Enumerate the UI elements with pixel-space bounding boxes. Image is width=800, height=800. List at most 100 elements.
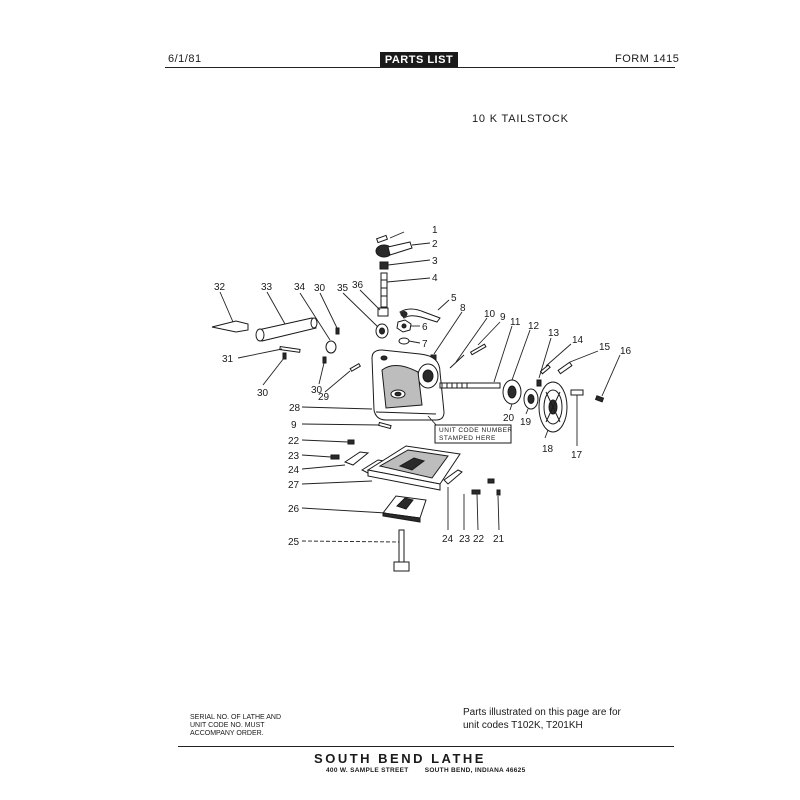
footer-street: 400 W. SAMPLE STREET: [326, 767, 409, 774]
callout-10: 10: [484, 309, 496, 320]
callout-30-lower: 30: [311, 385, 323, 396]
part-15-handle: [557, 361, 573, 375]
callout-18: 18: [542, 444, 554, 455]
part-26-clamp-plate: [382, 495, 427, 523]
serial-note-line-1: SERIAL NO. OF LATHE AND: [190, 714, 282, 721]
part-1-pin: [375, 234, 389, 244]
part-22-screw-left: [347, 439, 355, 445]
stamp-line-2: STAMPED HERE: [439, 435, 496, 442]
callout-28: 28: [289, 403, 301, 414]
part-3-nut: [379, 261, 389, 270]
part-28-tailstock-top: [371, 349, 445, 421]
part-25-clamp-bolt: [393, 529, 410, 572]
part-32-key: [279, 346, 301, 353]
part-27-tailstock-base: [366, 445, 461, 491]
callout-2: 2: [432, 239, 438, 250]
part-30-set-screw-upper: [335, 327, 340, 335]
serial-note-line-2: UNIT CODE NO. MUST: [190, 722, 265, 729]
header-form-number: FORM 1415: [615, 53, 680, 65]
part-9-pin-lower: [378, 421, 392, 430]
callout-8: 8: [460, 303, 466, 314]
callout-9-upper: 9: [500, 312, 506, 323]
unit-code-stamp-box: UNIT CODE NUMBER STAMPED HERE: [427, 415, 513, 444]
part-16-screw: [594, 395, 605, 403]
callout-32: 31: [222, 354, 234, 365]
part-31-pin: [282, 352, 287, 360]
part-19-collar: [523, 388, 539, 410]
part-17-handle-bolt: [570, 389, 584, 396]
callout-15: 15: [599, 342, 611, 353]
callout-14: 14: [572, 335, 584, 346]
callout-4: 4: [432, 273, 438, 284]
part-6-hex-nut: [396, 319, 412, 333]
callout-3: 3: [432, 256, 438, 267]
part-23-screw-right: [471, 489, 481, 495]
callout-23-right: 23: [459, 534, 471, 545]
serial-number-note: SERIAL NO. OF LATHE AND UNIT CODE NO. MU…: [190, 714, 281, 738]
callout-21: 21: [493, 534, 505, 545]
callout-20: 20: [503, 413, 515, 424]
part-24-gib-right: [443, 469, 463, 485]
callout-17: 17: [571, 450, 583, 461]
part-5-lock-lever: [399, 308, 441, 323]
footer-city: SOUTH BEND, INDIANA 46625: [424, 767, 526, 774]
callout-26: 26: [288, 504, 300, 515]
callout-16: 16: [620, 346, 632, 357]
callout-11: 11: [510, 317, 521, 328]
part-36-collar: [375, 323, 389, 339]
header-rule: [165, 67, 675, 68]
footer-brand: SOUTH BEND LATHE: [314, 751, 486, 766]
callout-27: 27: [288, 480, 300, 491]
callout-6: 6: [422, 322, 428, 333]
callout-24-right: 24: [442, 534, 454, 545]
callout-leaders: [219, 231, 621, 543]
part-35-bushing: [325, 340, 337, 354]
part-9-pin-upper: [469, 343, 487, 356]
callout-36: 35: [337, 283, 349, 294]
callout-23-left: 23: [288, 451, 300, 462]
illustration-note-line-2: unit codes T102K, T201KH: [463, 720, 583, 731]
callout-5: 5: [451, 293, 457, 304]
illustration-note-line-1: Parts illustrated on this page are for: [463, 707, 621, 718]
footer-address: 400 W. SAMPLE STREET SOUTH BEND, INDIANA…: [326, 767, 540, 774]
callout-33: 32: [214, 282, 226, 293]
header-date: 6/1/81: [168, 53, 202, 65]
part-18-handwheel: [538, 381, 568, 433]
part-12-bearing: [502, 379, 522, 405]
part-34-spindle: [255, 317, 318, 342]
callout-22-right: 22: [473, 534, 485, 545]
callout-37: 36: [352, 280, 364, 291]
callout-numbers: 1 2 3 4 5 6 7 8 10 9 11 12 13 14 15 16 1…: [214, 225, 632, 548]
callout-31: 30: [257, 388, 269, 399]
callout-34: 33: [261, 282, 273, 293]
part-7-washer: [398, 337, 410, 345]
part-2-clamp-lever: [375, 241, 413, 258]
part-30-set-screw-lower: [322, 356, 327, 364]
part-13-key: [536, 379, 542, 387]
part-14-pin: [539, 364, 551, 375]
part-33-tailstock-center: [211, 320, 249, 333]
callout-1: 1: [432, 225, 438, 236]
tailstock-parts-illustration: UNIT CODE NUMBER STAMPED HERE: [211, 234, 605, 572]
diagram-title: 10 K TAILSTOCK: [472, 113, 569, 125]
callout-25: 25: [288, 537, 300, 548]
part-23-screw-left: [330, 454, 340, 460]
part-11-feed-screw: [439, 382, 501, 389]
part-37-spacer: [377, 307, 389, 317]
serial-note-line-3: ACCOMPANY ORDER.: [190, 730, 264, 737]
callout-29: 29: [318, 392, 330, 403]
callout-30-upper: 30: [314, 283, 326, 294]
callout-19: 19: [520, 417, 532, 428]
part-29-pin: [349, 362, 362, 372]
header-badge: PARTS LIST: [380, 52, 458, 68]
callout-35: 34: [294, 282, 306, 293]
callout-13: 13: [548, 328, 560, 339]
illustration-unit-code-note: Parts illustrated on this page are for u…: [463, 706, 621, 732]
part-21-pin: [496, 489, 501, 496]
part-10-rod: [449, 354, 465, 369]
stamp-line-1: UNIT CODE NUMBER: [439, 427, 513, 434]
callout-7: 7: [422, 339, 428, 350]
part-22-screw-right: [487, 478, 495, 484]
